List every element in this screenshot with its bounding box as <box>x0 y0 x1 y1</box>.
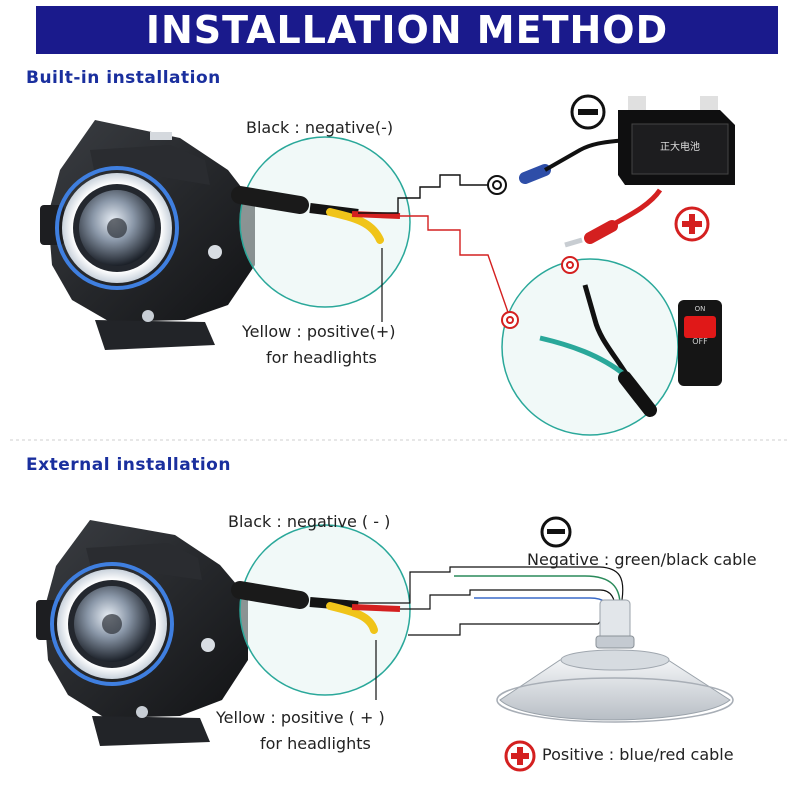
horn-icon <box>496 599 734 723</box>
minus-icon <box>570 94 606 130</box>
headlight-icon <box>40 120 255 350</box>
spade-terminal <box>564 237 583 248</box>
builtin-yellow-label: Yellow : positive(+) <box>242 322 396 341</box>
switch-on-label: ON <box>695 305 706 313</box>
blue-connector <box>519 164 551 184</box>
cable <box>231 581 309 609</box>
page-title: INSTALLATION METHOD <box>145 8 669 52</box>
callout-circle <box>239 524 411 696</box>
callout-circle <box>239 136 411 308</box>
cable <box>231 186 309 214</box>
red-wire <box>351 604 401 612</box>
positive-line <box>400 589 616 610</box>
blue-wire <box>474 597 611 613</box>
switch-cable <box>618 371 657 417</box>
plus-icon <box>674 206 710 242</box>
negative-line <box>358 566 624 604</box>
external-yellow-label: Yellow : positive ( + ) <box>216 708 385 727</box>
red-wire <box>351 211 401 219</box>
title-banner: INSTALLATION METHOD <box>36 6 778 54</box>
positive-cable-label: Positive : blue/red cable <box>542 745 734 764</box>
external-yellow-sublabel: for headlights <box>260 734 371 753</box>
builtin-black-label: Black : negative(-) <box>246 118 394 137</box>
ring-terminal-icon <box>561 256 579 274</box>
yellow-wire <box>326 602 378 634</box>
switch-wire-green <box>539 335 627 377</box>
battery-icon: 正大电池 <box>618 96 735 185</box>
yellow-wire <box>326 208 384 244</box>
external-section-title: External installation <box>26 455 231 475</box>
builtin-section-title: Built-in installation <box>26 68 221 88</box>
banner: INSTALLATION METHOD <box>0 0 800 58</box>
builtin-yellow-sublabel: for headlights <box>266 348 377 367</box>
minus-icon <box>540 516 572 548</box>
ring-terminal-icon <box>487 175 507 195</box>
positive-wire-line <box>400 215 511 319</box>
negative-cable-label: Negative : green/black cable <box>527 550 757 569</box>
external-black-label: Black : negative ( - ) <box>228 512 391 531</box>
yellow-line <box>408 615 606 636</box>
headlight-icon <box>36 520 248 746</box>
battery-brand: 正大电池 <box>660 140 700 153</box>
ring-terminal-icon <box>501 311 519 329</box>
battery-positive-cable <box>610 188 663 228</box>
plus-icon <box>504 740 536 772</box>
red-connector <box>584 220 618 244</box>
negative-wire-line <box>358 174 488 214</box>
battery-negative-cable <box>544 138 626 172</box>
switch-icon: ON OFF <box>678 300 722 386</box>
switch-off-label: OFF <box>692 337 708 346</box>
